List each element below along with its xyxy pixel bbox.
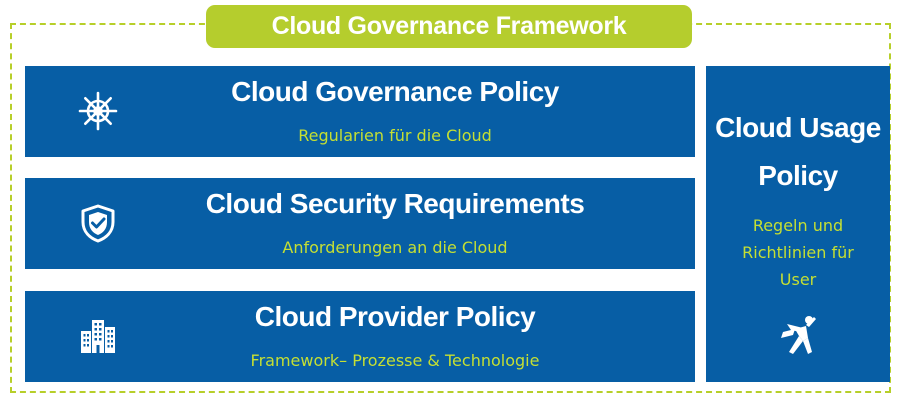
usage-policy-subtitle: Regeln und Richtlinien für User (706, 212, 890, 293)
layer-subtitle: Anforderungen an die Cloud (282, 238, 508, 257)
layer-subtitle: Framework– Prozesse & Technologie (250, 351, 540, 370)
layer-heading: Cloud Security Requirements (205, 188, 585, 219)
layer-security-requirements: Cloud Security Requirements Anforderunge… (25, 178, 695, 269)
layer-subtitle: Regularien für die Cloud (298, 126, 492, 145)
usage-policy-heading: Cloud Usage Policy (706, 104, 890, 200)
layer-provider-policy: Cloud Provider Policy Framework– Prozess… (25, 291, 695, 382)
city-buildings-icon (81, 320, 115, 353)
usage-policy-panel: Cloud Usage Policy Regeln und Richtlinie… (706, 66, 890, 382)
usage-policy-heading-line: Cloud Usage (715, 112, 881, 143)
layer-governance-policy: Cloud Governance Policy Regularien für d… (25, 66, 695, 157)
framework-title: Cloud Governance Framework (206, 5, 692, 48)
shield-check-icon (81, 204, 115, 243)
usage-policy-subtitle-line: Richtlinien für (742, 243, 854, 262)
superhero-icon (781, 316, 816, 354)
layer-heading: Cloud Governance Policy (231, 76, 559, 107)
usage-policy-heading-line: Policy (758, 160, 838, 191)
usage-policy-subtitle-line: User (779, 270, 817, 289)
layer-heading: Cloud Provider Policy (254, 301, 536, 332)
ship-wheel-icon (78, 91, 118, 131)
usage-policy-subtitle-line: Regeln und (752, 216, 844, 235)
